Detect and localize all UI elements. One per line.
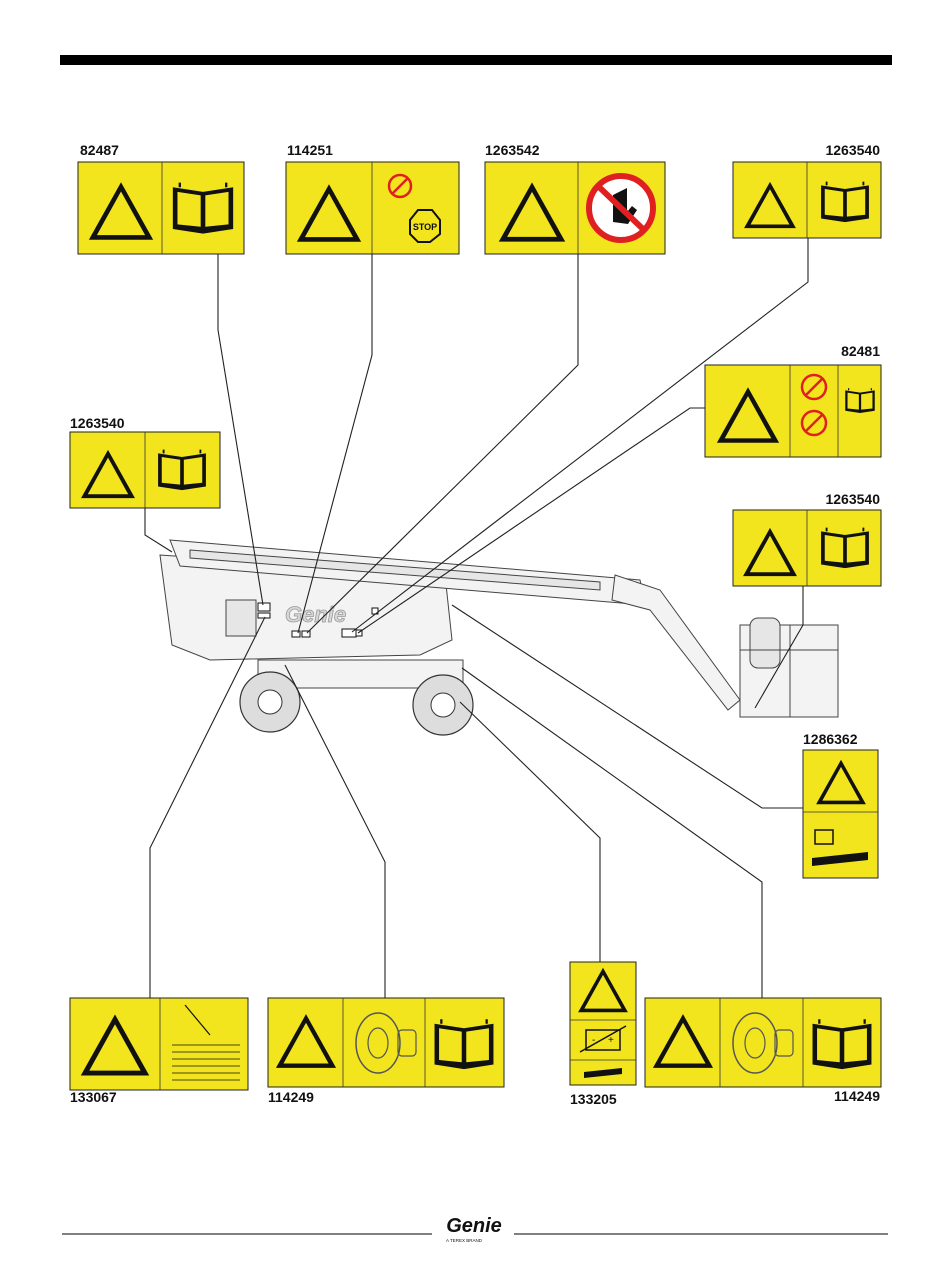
part-number: 133205 <box>570 1091 617 1107</box>
part-number: 1286362 <box>803 731 858 747</box>
decal-1263540-right: 1263540 <box>733 491 881 586</box>
footer: Genie A TEREX BRAND <box>62 1215 888 1243</box>
genie-logo-subtitle: A TEREX BRAND <box>446 1238 483 1243</box>
decal-114249-left: 114249 <box>268 998 504 1105</box>
svg-text:-: - <box>592 1035 595 1046</box>
part-number: 82487 <box>80 142 119 158</box>
decal-133205: - + 133205 <box>570 962 636 1107</box>
decal-133067: 133067 <box>70 998 248 1105</box>
decal-1263542: 1263542 <box>485 142 665 254</box>
decal-82481: 82481 <box>705 343 881 457</box>
part-number: 133067 <box>70 1089 117 1105</box>
part-number: 114251 <box>287 142 333 158</box>
part-number: 1263540 <box>825 142 880 158</box>
decal-1286362: 1286362 <box>803 731 878 878</box>
machine-logo: Genie <box>285 602 346 627</box>
part-number: 114249 <box>268 1089 314 1105</box>
svg-text:+: + <box>608 1035 614 1046</box>
part-number: 114249 <box>834 1088 880 1104</box>
part-number: 1263540 <box>825 491 880 507</box>
part-number: 82481 <box>841 343 880 359</box>
svg-text:STOP: STOP <box>413 222 437 232</box>
decal-82487: 82487 <box>78 142 244 254</box>
decal-1263540-left: 1263540 <box>70 415 220 508</box>
part-number: 1263542 <box>485 142 540 158</box>
decal-114251: 114251 STOP <box>286 142 459 254</box>
genie-logo: Genie <box>446 1215 502 1237</box>
part-number: 1263540 <box>70 415 125 431</box>
decal-1263540-top: 1263540 <box>733 142 881 238</box>
decal-114249-right: 114249 <box>645 998 881 1104</box>
